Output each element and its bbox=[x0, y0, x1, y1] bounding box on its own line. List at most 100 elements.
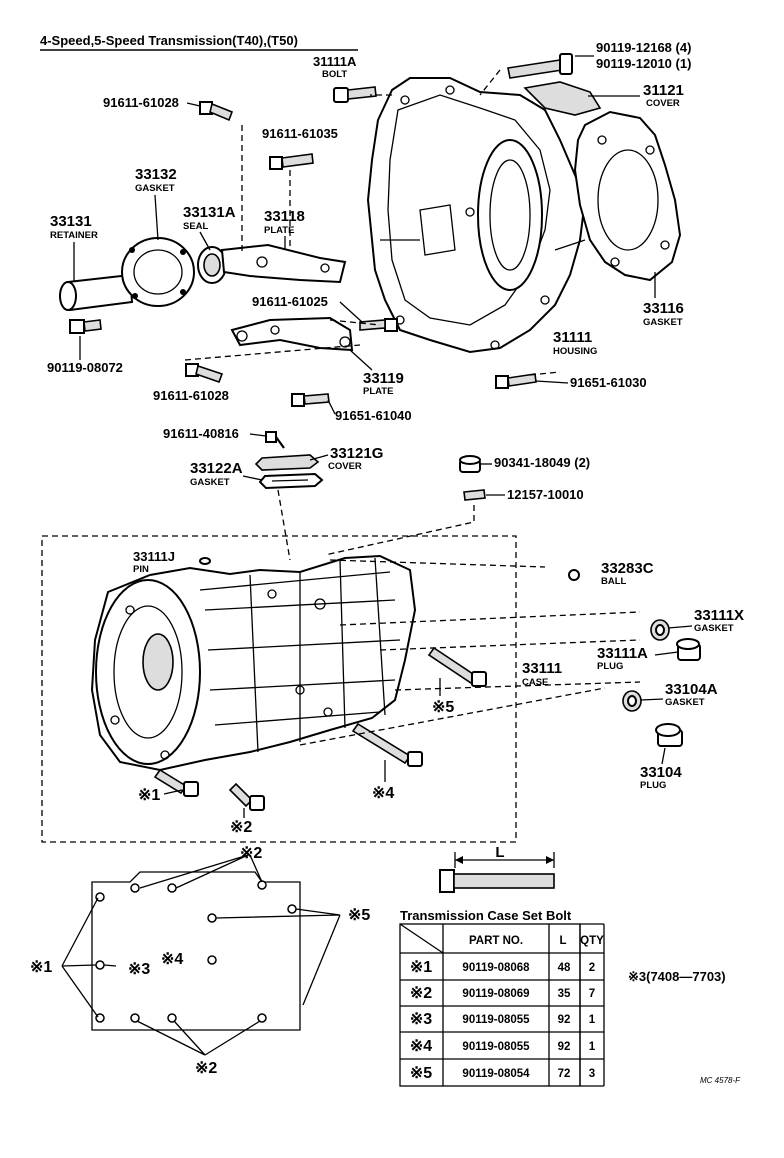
gasket-33122A-drawing bbox=[258, 472, 324, 490]
part-no-91611-40816: 91611-40816 bbox=[163, 426, 239, 441]
plate-33118-drawing bbox=[220, 243, 347, 284]
callout-m3: ※3 bbox=[128, 961, 150, 978]
plate-33119-drawing bbox=[230, 316, 354, 352]
case-bolt-1-drawing bbox=[153, 768, 199, 797]
bolt-length-drawing bbox=[439, 852, 555, 893]
part-name-31121: COVER bbox=[646, 98, 680, 109]
part-no-91611-61028-bot: 91611-61028 bbox=[153, 388, 229, 403]
note-m3-date-range: ※3(7408—7703) bbox=[628, 969, 726, 984]
part-no-91611-61025: 91611-61025 bbox=[252, 294, 328, 309]
pin-33111J-drawing bbox=[199, 557, 211, 565]
table-row: ※3 90119-08055 92 1 bbox=[410, 1011, 596, 1028]
part-name-33111J: PIN bbox=[133, 564, 149, 575]
part-name-33119: PLATE bbox=[363, 386, 393, 397]
case-bolt-5-drawing bbox=[427, 646, 487, 687]
part-no-12157-10010: 12157-10010 bbox=[507, 487, 584, 502]
part-no-33131A: 33131A bbox=[183, 204, 236, 221]
callout-m2-top: ※2 bbox=[240, 845, 262, 862]
callout-m2-case: ※2 bbox=[230, 819, 252, 836]
svg-text:1: 1 bbox=[589, 1014, 596, 1026]
case-bolt-4-drawing bbox=[351, 722, 423, 767]
svg-text:3: 3 bbox=[589, 1068, 595, 1080]
transmission-case-drawing bbox=[90, 554, 417, 772]
part-no-91651-61040: 91651-61040 bbox=[335, 408, 412, 423]
svg-text:1: 1 bbox=[589, 1041, 596, 1053]
housing-gasket-drawing bbox=[573, 110, 682, 282]
retainer-drawing bbox=[59, 237, 195, 312]
part-no-33121G: 33121G bbox=[330, 445, 383, 462]
svg-text:※3: ※3 bbox=[410, 1011, 432, 1028]
part-name-31111A: BOLT bbox=[322, 69, 347, 80]
table-row: ※1 90119-08068 48 2 bbox=[410, 959, 595, 976]
part-no-33122A: 33122A bbox=[190, 460, 243, 477]
gasket-33104A-drawing bbox=[622, 690, 642, 712]
diagram-title: 4-Speed,5-Speed Transmission(T40),(T50) bbox=[40, 33, 298, 48]
bolt-91611-40816-drawing bbox=[265, 431, 285, 449]
svg-text:※4: ※4 bbox=[410, 1038, 432, 1055]
svg-text:48: 48 bbox=[558, 962, 571, 974]
svg-text:※1: ※1 bbox=[410, 959, 432, 976]
part-no-91611-61028-top: 91611-61028 bbox=[103, 95, 179, 110]
part-name-33104A: GASKET bbox=[665, 697, 705, 708]
part-name-33131A: SEAL bbox=[183, 221, 209, 232]
part-name-33283C: BALL bbox=[601, 576, 627, 587]
table-header-l: L bbox=[559, 935, 566, 947]
part-no-33104: 33104 bbox=[640, 764, 682, 781]
part-name-33122A: GASKET bbox=[190, 477, 230, 488]
plug-33111A-drawing bbox=[676, 638, 701, 661]
callout-m4: ※4 bbox=[161, 951, 183, 968]
part-no-33131: 33131 bbox=[50, 213, 92, 230]
part-name-33121G: COVER bbox=[328, 461, 362, 472]
part-name-33111: CASE bbox=[522, 677, 548, 688]
bolt-91651-61030-drawing bbox=[495, 373, 537, 389]
part-no-31111: 31111 bbox=[553, 329, 592, 346]
footer-code: MC 4578-F bbox=[700, 1076, 741, 1085]
ball-33283C-drawing bbox=[568, 569, 580, 581]
part-no-33111A: 33111A bbox=[597, 645, 648, 662]
table-header-part-no: PART NO. bbox=[469, 935, 523, 947]
table-row: ※2 90119-08069 35 7 bbox=[410, 985, 595, 1002]
part-no-90341-18049: 90341-18049 (2) bbox=[494, 455, 590, 470]
svg-text:72: 72 bbox=[558, 1068, 571, 1080]
svg-text:※2: ※2 bbox=[410, 985, 432, 1002]
svg-text:35: 35 bbox=[558, 988, 571, 1000]
part-no-33119: 33119 bbox=[363, 370, 404, 387]
part-no-33111J: 33111J bbox=[133, 549, 175, 564]
part-name-33131: RETAINER bbox=[50, 230, 98, 241]
part-name-33111A: PLUG bbox=[597, 661, 623, 672]
part-name-33118: PLATE bbox=[264, 225, 294, 236]
bolt-pattern-plate bbox=[61, 854, 341, 1056]
part-no-33104A: 33104A bbox=[665, 681, 718, 698]
table-header-qty: QTY bbox=[580, 935, 604, 947]
svg-text:90119-08068: 90119-08068 bbox=[462, 962, 530, 974]
bolt-90119-08072-drawing bbox=[69, 319, 102, 334]
bolt-91611-61028-bot-drawing bbox=[185, 363, 224, 384]
part-name-33111X: GASKET bbox=[694, 623, 734, 634]
svg-text:90119-08069: 90119-08069 bbox=[462, 988, 529, 1000]
bolt-table-grid bbox=[399, 923, 581, 1087]
svg-text:90119-08055: 90119-08055 bbox=[462, 1041, 530, 1053]
callout-m1-left: ※1 bbox=[30, 959, 52, 976]
part-no-91651-61030: 91651-61030 bbox=[570, 375, 647, 390]
part-name-33104: PLUG bbox=[640, 780, 666, 791]
svg-text:90119-08054: 90119-08054 bbox=[462, 1068, 530, 1080]
part-name-33132: GASKET bbox=[135, 183, 175, 194]
callout-m5-right: ※5 bbox=[348, 907, 370, 924]
bolt-91611-61025-drawing bbox=[359, 318, 398, 332]
cover-33121G-drawing bbox=[254, 454, 320, 471]
bolt-length-label: L bbox=[495, 844, 504, 861]
bolt-91611-61028-top-drawing bbox=[199, 101, 234, 122]
bolt-91611-61035-drawing bbox=[269, 153, 314, 170]
gasket-33111X-drawing bbox=[650, 619, 670, 641]
part-no-31121: 31121 bbox=[643, 82, 684, 99]
part-no-90119-08072: 90119-08072 bbox=[47, 360, 123, 375]
part-no-33132: 33132 bbox=[135, 166, 177, 183]
callout-m5-case: ※5 bbox=[432, 699, 454, 716]
bolt-31111A-drawing bbox=[333, 86, 377, 103]
callout-m1-case: ※1 bbox=[138, 787, 160, 804]
plug-33104-drawing bbox=[655, 723, 683, 747]
seal-drawing bbox=[197, 246, 227, 284]
bolt-table-title: Transmission Case Set Bolt bbox=[400, 908, 572, 923]
table-row: ※5 90119-08054 72 3 bbox=[410, 1065, 595, 1082]
